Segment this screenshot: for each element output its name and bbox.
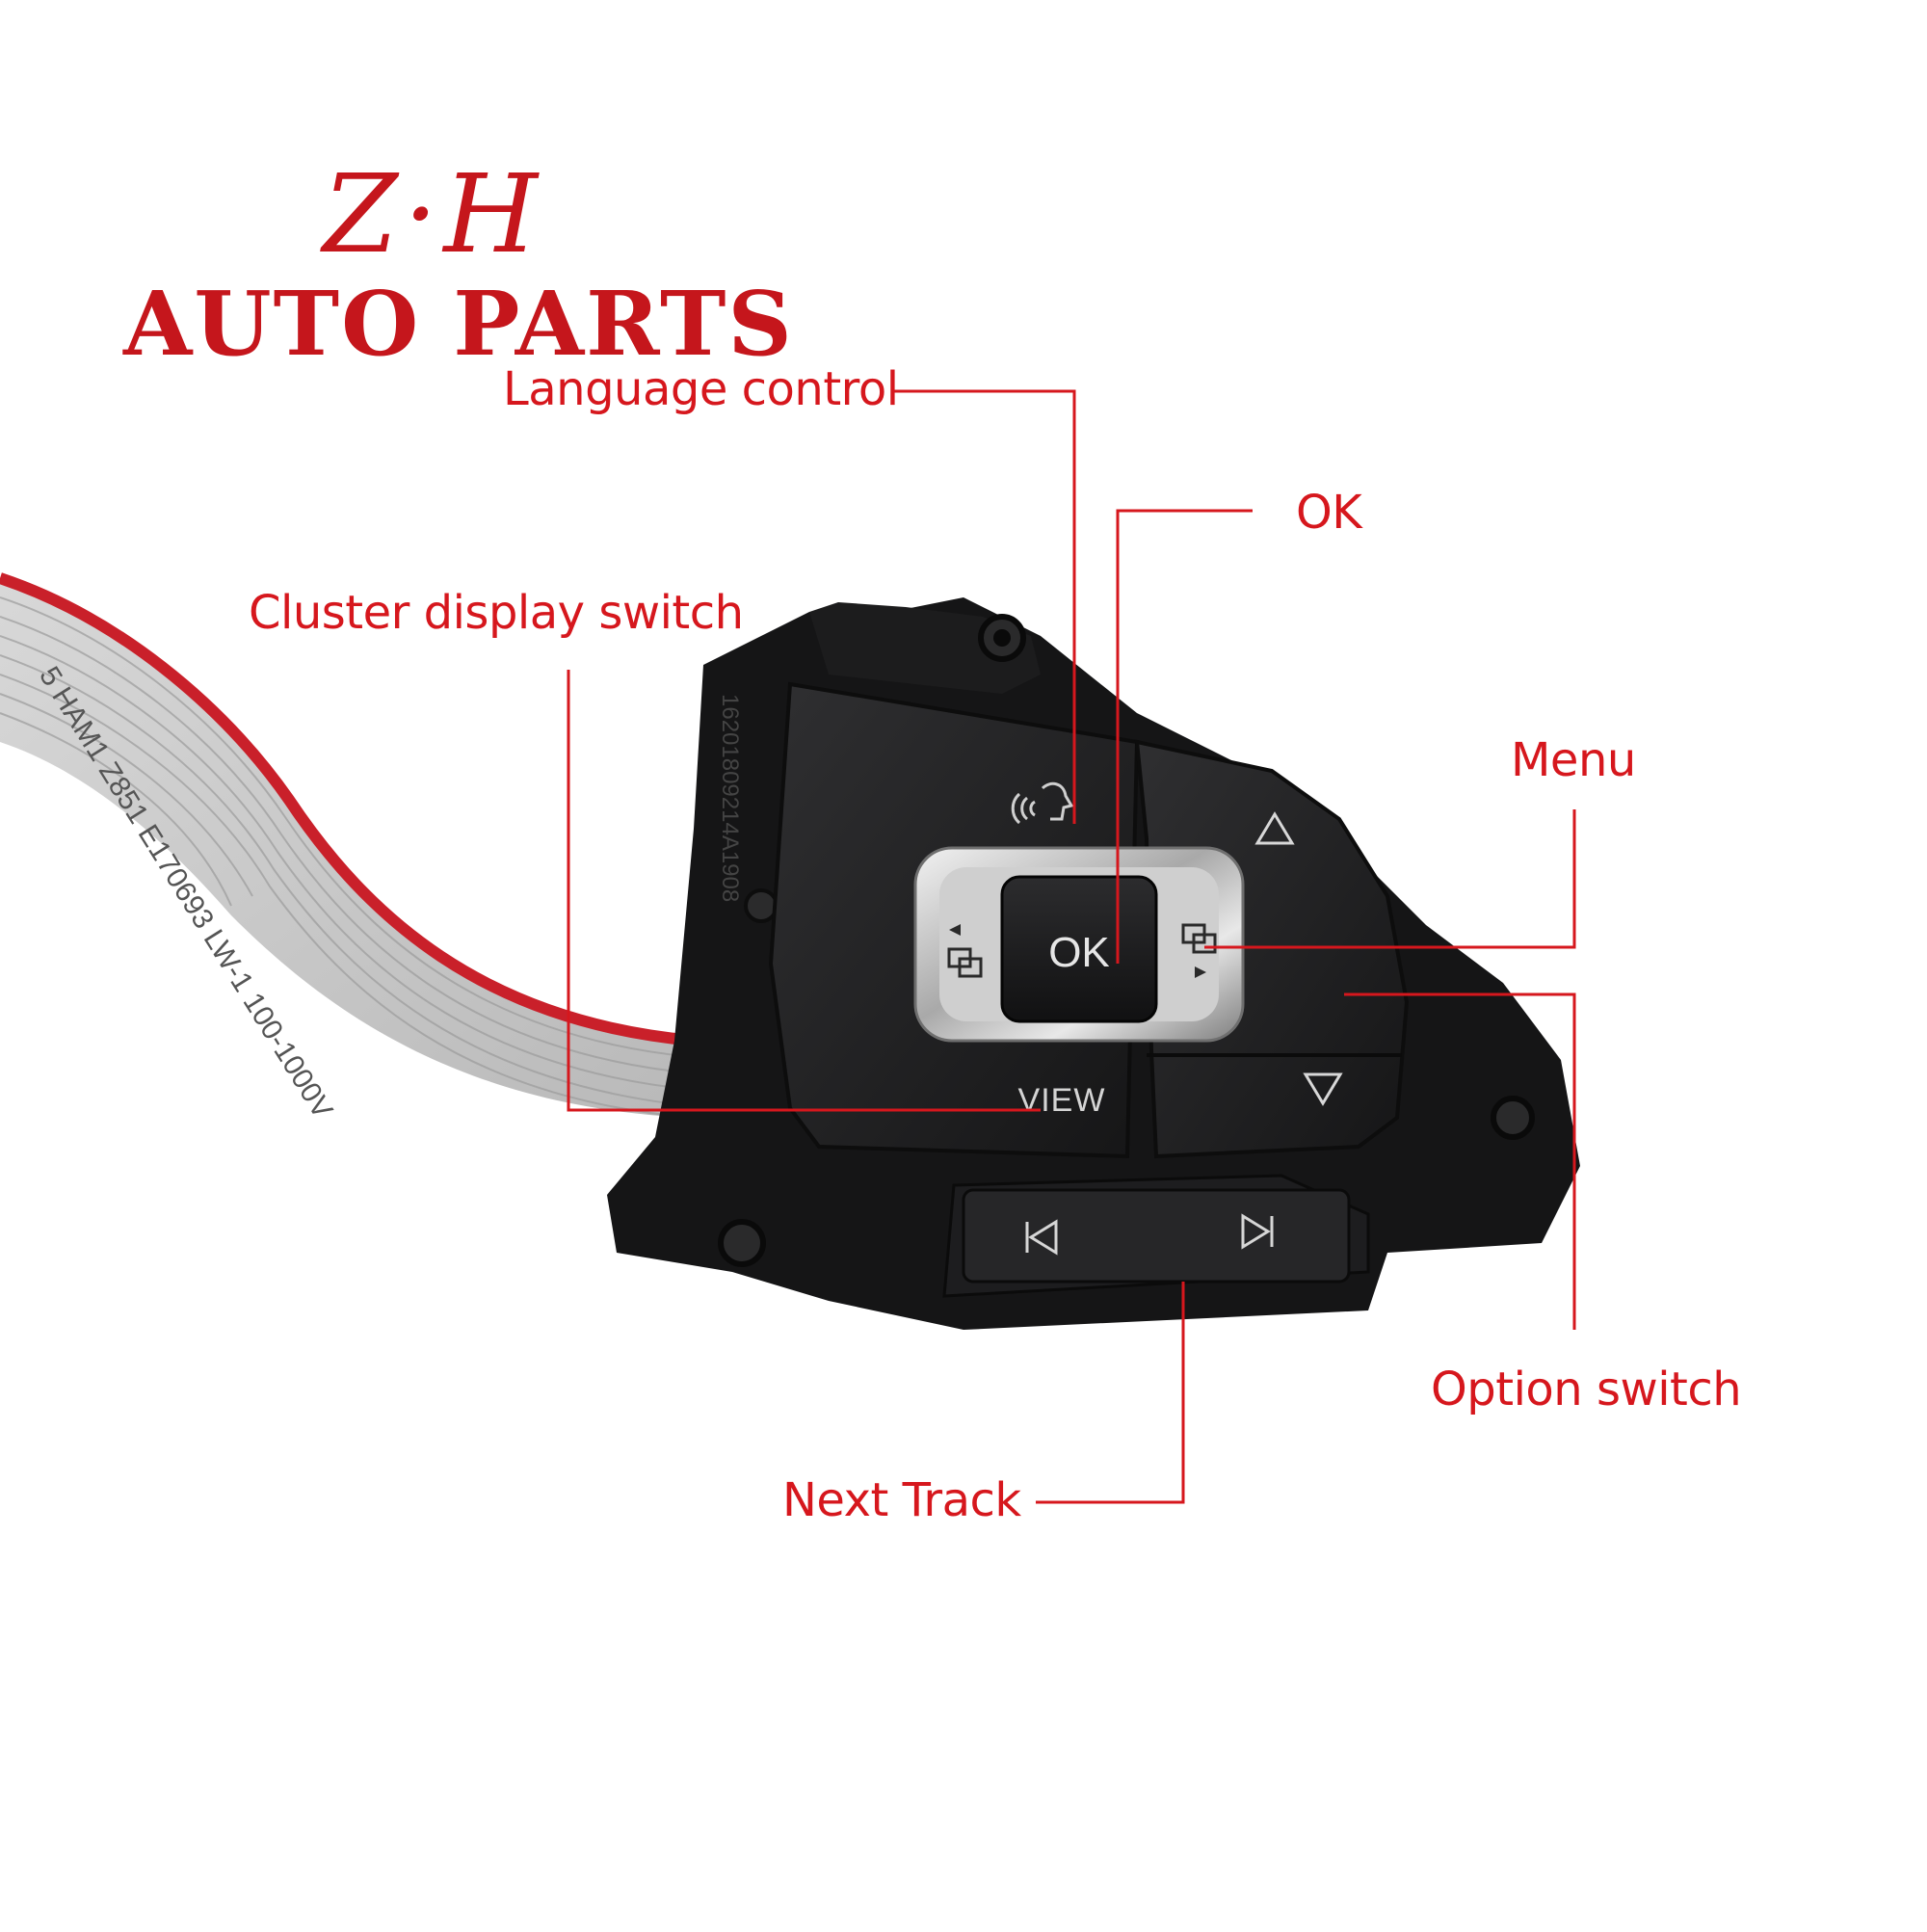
brand-logo-line1: Z·H (323, 152, 544, 278)
callout-option-switch: Option switch (1431, 1363, 1742, 1416)
ok-button-label: OK (1048, 929, 1110, 976)
previous-track-icon (1025, 1219, 1058, 1256)
track-rocker (942, 1174, 1370, 1298)
callout-next-track: Next Track (782, 1473, 1021, 1527)
leader-next-track (1036, 1282, 1185, 1504)
callout-cluster-display-switch: Cluster display switch (249, 586, 744, 640)
brand-logo-line2: AUTO PARTS (123, 272, 794, 376)
ribbon-cable: 5 HAM1 Z851 E170693 LW-1 100-1000V (0, 572, 695, 1125)
voice-control-icon (1011, 781, 1074, 825)
leader-language-control (891, 389, 1076, 824)
down-button[interactable] (1303, 1072, 1343, 1106)
housing-print: 16201809214A1908 (717, 694, 743, 902)
triangle-up-icon (1254, 811, 1295, 845)
triangle-down-icon (1303, 1072, 1343, 1106)
leader-option-switch (1344, 992, 1576, 1330)
menu-switch-right-button[interactable] (1181, 923, 1217, 978)
next-track-button[interactable] (1241, 1213, 1274, 1250)
voice-control-button[interactable] (1011, 781, 1074, 825)
callout-menu: Menu (1511, 733, 1636, 787)
view-button[interactable]: VIEW (1018, 1082, 1106, 1119)
ok-button-assembly: OK (913, 846, 1245, 1043)
view-button-label: VIEW (1018, 1082, 1106, 1119)
ok-button[interactable]: OK (1000, 875, 1158, 1023)
leader-menu (1204, 809, 1576, 949)
up-button[interactable] (1254, 811, 1295, 845)
leader-ok (1116, 509, 1253, 964)
leader-cluster-display (567, 670, 1041, 1112)
next-track-icon (1241, 1213, 1274, 1250)
callout-leader-lines (567, 389, 1576, 1504)
previous-track-button[interactable] (1025, 1219, 1058, 1256)
menu-switch-left-button[interactable] (947, 924, 983, 978)
callout-language-control: Language control (503, 362, 899, 416)
callout-ok: OK (1296, 486, 1362, 540)
